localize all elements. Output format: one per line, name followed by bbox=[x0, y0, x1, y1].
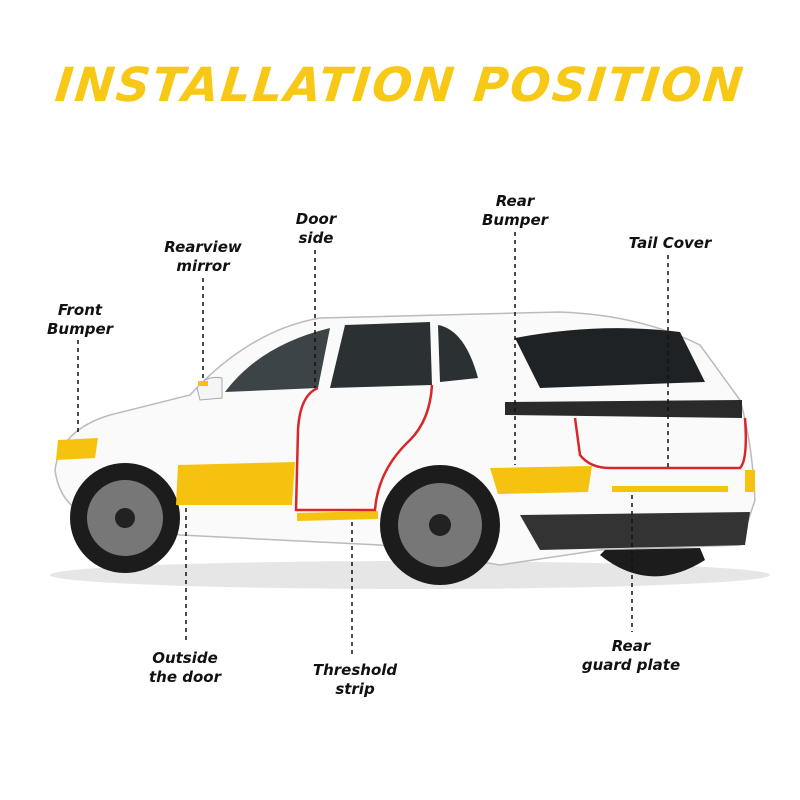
label-line: mirror bbox=[176, 257, 230, 275]
front-wheel bbox=[70, 463, 180, 573]
outside-door-strip bbox=[176, 462, 295, 505]
label-line: Front bbox=[57, 301, 103, 319]
label-line: Threshold bbox=[312, 661, 398, 679]
door-edge-outline bbox=[294, 384, 434, 512]
rear-door-window bbox=[330, 322, 432, 388]
leader-lines bbox=[77, 232, 669, 655]
label-line: the door bbox=[149, 668, 221, 686]
rearview-mirror bbox=[196, 377, 223, 401]
quarter-window bbox=[438, 325, 478, 382]
label-line: guard plate bbox=[581, 656, 681, 674]
rear-corner-strip bbox=[745, 470, 755, 492]
rear-guard-strip bbox=[612, 486, 728, 492]
label-line: strip bbox=[335, 680, 375, 698]
rear-diffuser bbox=[520, 512, 750, 550]
front-window bbox=[225, 328, 330, 392]
rear-bumper-strip bbox=[490, 466, 592, 494]
tail-cover-outline bbox=[573, 417, 748, 470]
label-line: Rear bbox=[495, 192, 535, 210]
label-tail-cover: Tail Cover bbox=[629, 234, 712, 253]
label-line: Rearview bbox=[164, 238, 242, 256]
mirror-strip bbox=[198, 381, 208, 386]
rear-window bbox=[515, 328, 705, 388]
label-line: side bbox=[298, 229, 334, 247]
label-line: Outside bbox=[152, 649, 218, 667]
label-line: Tail Cover bbox=[628, 234, 712, 252]
label-line: Door bbox=[295, 210, 337, 228]
label-line: Bumper bbox=[46, 320, 114, 338]
label-line: Bumper bbox=[481, 211, 549, 229]
taillight bbox=[505, 400, 742, 418]
label-line: Rear bbox=[611, 637, 651, 655]
rear-wheel bbox=[380, 465, 500, 585]
front-bumper-strip bbox=[56, 438, 98, 460]
far-rear-wheel bbox=[600, 548, 705, 577]
threshold-strip bbox=[297, 511, 378, 521]
